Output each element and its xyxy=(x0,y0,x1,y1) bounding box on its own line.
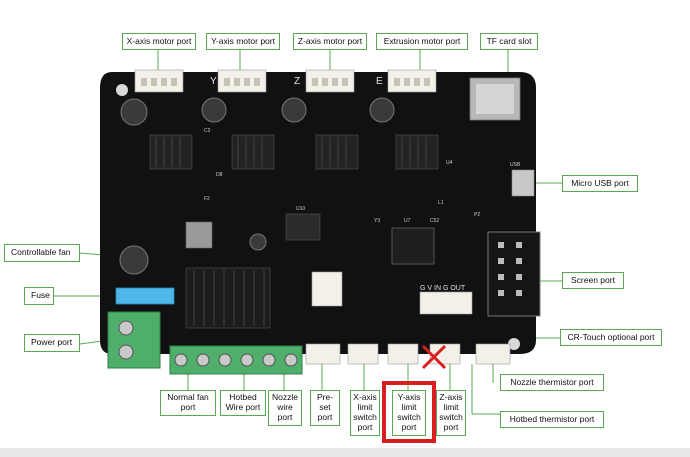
normal-fan-port-label: Normal fan port xyxy=(160,390,216,416)
x-axis-limit-switch-port-label: X-axis limit switch port xyxy=(350,390,380,436)
nozzle-wire-port-label: Nozzle wire port xyxy=(268,390,302,426)
y-axis-motor-port-label: Y-axis motor port xyxy=(206,33,280,50)
hotbed-thermistor-port-label: Hotbed thermistor port xyxy=(500,411,604,428)
silk-u10: U10 xyxy=(296,206,305,212)
controllable-fan-label: Controllable fan xyxy=(4,244,80,262)
stepper-heatsinks xyxy=(149,134,439,170)
silk-z: Z xyxy=(294,76,300,87)
bottom-connectors xyxy=(305,271,511,365)
micro-usb-shape xyxy=(511,169,535,197)
highlight-box xyxy=(382,381,436,443)
silk-d8: D8 xyxy=(216,172,223,178)
silk-usb: USB xyxy=(510,162,521,168)
bottom-strip xyxy=(0,448,690,457)
motor-connectors xyxy=(134,69,437,93)
silk-c52: C52 xyxy=(430,218,439,224)
silk-y: Y xyxy=(210,76,217,87)
nozzle-thermistor-port-label: Nozzle thermistor port xyxy=(500,374,604,391)
red-x-mark xyxy=(421,344,447,370)
y-axis-limit-switch-port-label: Y-axis limit switch port xyxy=(392,390,426,436)
z-axis-motor-port-label: Z-axis motor port xyxy=(293,33,367,50)
x-axis-motor-port-label: X-axis motor port xyxy=(122,33,196,50)
silk-c2: C2 xyxy=(204,128,211,134)
extrusion-motor-port-label: Extrusion motor port xyxy=(376,33,468,50)
silk-y3: Y3 xyxy=(374,218,380,224)
silk-port-strip: G V IN G OUT xyxy=(420,285,466,292)
fuse-label: Fuse xyxy=(24,287,54,305)
z-axis-limit-switch-port-label: Z-axis limit switch port xyxy=(436,390,466,436)
fuse-shape xyxy=(115,287,175,305)
silk-u4: U4 xyxy=(446,160,453,166)
capacitors xyxy=(119,97,395,275)
micro-usb-port-label: Micro USB port xyxy=(562,175,638,192)
main-heatsink xyxy=(185,267,271,329)
silk-u7: U7 xyxy=(404,218,411,224)
preset-port-label: Pre- set port xyxy=(310,390,340,426)
power-port-label: Power port xyxy=(24,334,80,352)
terminal-block xyxy=(169,345,303,375)
mcu-chip xyxy=(391,227,435,265)
silk-f2: F2 xyxy=(204,196,210,202)
hotbed-wire-port-label: Hotbed Wire port xyxy=(220,390,266,416)
tf-card-slot-label: TF card slot xyxy=(480,33,538,50)
screen-port-label: Screen port xyxy=(562,272,624,289)
cr-touch-port-label: CR-Touch optional port xyxy=(560,329,662,346)
silk-p2: P2 xyxy=(474,212,480,218)
silk-e: E xyxy=(376,76,383,87)
power-terminal xyxy=(107,311,161,369)
silk-l1: L1 xyxy=(438,200,444,206)
screen-header-shape xyxy=(487,231,541,317)
